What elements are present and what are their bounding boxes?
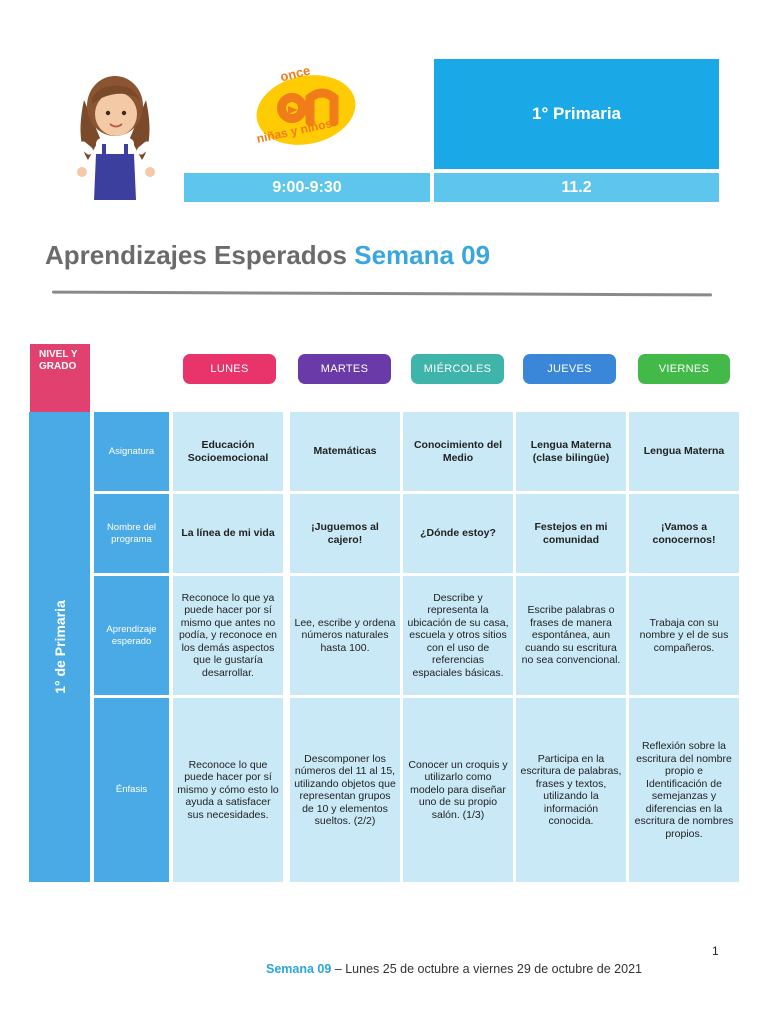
grade-header: 1° Primaria	[434, 59, 719, 169]
day-header-1: MARTES	[298, 354, 391, 384]
title-divider	[51, 290, 713, 297]
row-label: Aprendizaje esperado	[94, 576, 169, 695]
day-header-3: JUEVES	[523, 354, 616, 384]
girl-illustration	[77, 76, 155, 200]
table-cell: Educación Socioemocional	[173, 412, 283, 491]
table-cell: Lengua Materna	[629, 412, 739, 491]
footer: Semana 09 – Lunes 25 de octubre a vierne…	[266, 962, 642, 976]
table-cell: ¡Juguemos al cajero!	[290, 494, 400, 573]
grade-side-label: 1° de Primaria	[29, 412, 90, 882]
table-cell: Reflexión sobre la escritura del nombre …	[629, 698, 739, 882]
table-cell: Escribe palabras o frases de manera espo…	[516, 576, 626, 695]
table-cell: Lee, escribe y ordena números naturales …	[290, 576, 400, 695]
title-prefix: Aprendizajes Esperados	[45, 240, 347, 270]
table-cell: Conocer un croquis y utilizarlo como mod…	[403, 698, 513, 882]
footer-week: Semana 09	[266, 962, 332, 976]
table-cell: La línea de mi vida	[173, 494, 283, 573]
schedule-code: 11.2	[434, 173, 719, 202]
table-cell: ¡Vamos a conocernos!	[629, 494, 739, 573]
nivel-grado-label: NIVEL Y GRADO	[30, 344, 90, 422]
nivel-line-2: GRADO	[39, 361, 77, 372]
grade-side-text: 1° de Primaria	[51, 600, 68, 694]
table-cell: Descomponer los números del 11 al 15, ut…	[290, 698, 400, 882]
row-label: Énfasis	[94, 698, 169, 882]
day-header-0: LUNES	[183, 354, 276, 384]
table-cell: Festejos en mi comunidad	[516, 494, 626, 573]
title-week: Semana 09	[354, 240, 491, 270]
row-label: Asignatura	[94, 412, 169, 491]
page-number: 1	[712, 944, 719, 958]
nivel-line-1: NIVEL Y	[39, 349, 78, 360]
table-cell: Describe y representa la ubicación de su…	[403, 576, 513, 695]
table-cell: Conocimiento del Medio	[403, 412, 513, 491]
table-cell: Participa en la escritura de palabras, f…	[516, 698, 626, 882]
day-header-2: MIÉRCOLES	[411, 354, 504, 384]
day-header-4: VIERNES	[638, 354, 730, 384]
row-label: Nombre del programa	[94, 494, 169, 573]
table-cell: ¿Dónde estoy?	[403, 494, 513, 573]
table-cell: Trabaja con su nombre y el de sus compañ…	[629, 576, 739, 695]
table-cell: Reconoce lo que ya puede hacer por sí mi…	[173, 576, 283, 695]
time-slot: 9:00-9:30	[184, 173, 430, 202]
once-ninos-logo: once niñas y niños	[248, 62, 366, 158]
table-cell: Matemáticas	[290, 412, 400, 491]
footer-dates: – Lunes 25 de octubre a viernes 29 de oc…	[331, 962, 642, 976]
table-cell: Lengua Materna (clase bilingüe)	[516, 412, 626, 491]
table-cell: Reconoce lo que puede hacer por sí mismo…	[173, 698, 283, 882]
page-title: Aprendizajes Esperados Semana 09	[45, 240, 490, 271]
